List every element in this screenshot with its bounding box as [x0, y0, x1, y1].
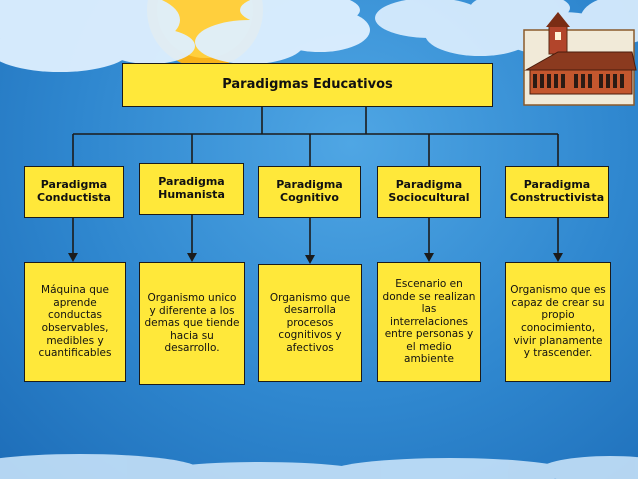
paradigm-conductista-description: Máquina que aprende conductas observable… [24, 262, 126, 382]
paradigm-humanista-description: Organismo unico y diferente a los demas … [139, 262, 245, 385]
cloud-icon [0, 454, 638, 479]
paradigm-cognitivo-box: Paradigma Cognitivo [258, 166, 361, 218]
paradigm-title: Paradigma Humanista [158, 176, 225, 201]
root-node: Paradigmas Educativos [122, 63, 493, 107]
paradigm-constructivista-description: Organismo que es capaz de crear su propi… [505, 262, 611, 382]
paradigm-description: Organismo que desarrolla procesos cognit… [263, 292, 357, 355]
paradigm-description: Escenario en donde se realizan las inter… [382, 278, 476, 366]
paradigm-title: Paradigma Constructivista [510, 179, 604, 204]
paradigm-title: Paradigma Cognitivo [276, 179, 342, 204]
paradigm-sociocultural-description: Escenario en donde se realizan las inter… [377, 262, 481, 382]
paradigm-description: Máquina que aprende conductas observable… [29, 284, 121, 360]
paradigm-description: Organismo que es capaz de crear su propi… [510, 284, 606, 360]
paradigm-sociocultural-box: Paradigma Sociocultural [377, 166, 481, 218]
root-title: Paradigmas Educativos [222, 78, 393, 93]
paradigm-conductista-box: Paradigma Conductista [24, 166, 124, 218]
paradigm-humanista-box: Paradigma Humanista [139, 163, 244, 215]
paradigm-description: Organismo unico y diferente a los demas … [144, 292, 240, 355]
paradigm-constructivista-box: Paradigma Constructivista [505, 166, 609, 218]
paradigm-cognitivo-description: Organismo que desarrolla procesos cognit… [258, 264, 362, 382]
paradigm-title: Paradigma Sociocultural [388, 179, 469, 204]
paradigm-title: Paradigma Conductista [37, 179, 111, 204]
